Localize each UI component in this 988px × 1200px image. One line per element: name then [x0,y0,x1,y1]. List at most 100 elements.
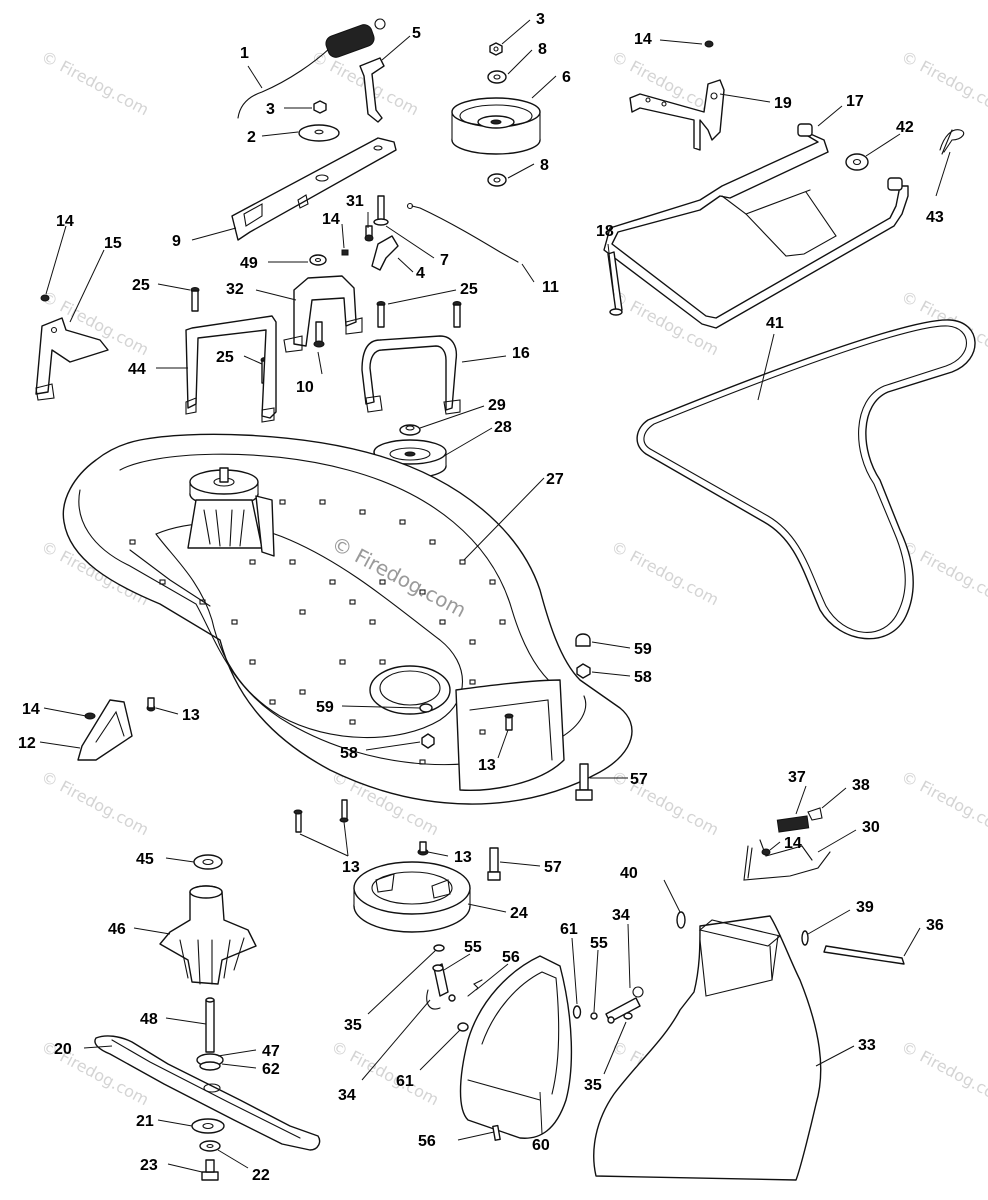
part-55-pin-right [590,1012,598,1020]
part-25-bolt-right-b [452,301,462,328]
callout-42: 42 [896,119,914,136]
part-21-washer [191,1118,225,1134]
deck-hole [339,659,346,665]
callout-9: 9 [172,233,181,250]
deck-hole [159,579,166,585]
part-42-washer [845,153,869,171]
deck-hole [419,589,426,595]
part-10-bolt [313,321,325,348]
part-3-nut [489,42,503,56]
callout-59-right: 59 [634,641,652,658]
part-56-spring-left [467,979,483,997]
part-48-shaft [196,997,224,1071]
callout-36: 36 [926,917,944,934]
part-14-nut-right [761,848,771,856]
callout-24: 24 [510,905,528,922]
part-7-bolt [373,195,389,226]
callout-1: 1 [240,45,249,62]
callout-29: 29 [488,397,506,414]
callout-43: 43 [926,209,944,226]
callout-58-right: 58 [634,669,652,686]
callout-7: 7 [440,252,449,269]
callout-31: 31 [346,193,364,210]
part-31-bolt [364,225,374,242]
deck-hole [429,539,436,545]
deck-holes [129,499,506,765]
callout-14-right: 14 [784,835,802,852]
callout-22: 22 [252,1167,270,1184]
part-3-nut-left [313,100,327,114]
callout-62: 62 [262,1061,280,1078]
callout-8-bottom: 8 [540,157,549,174]
callout-57-center: 57 [544,859,562,876]
callout-55-left: 55 [464,939,482,956]
callout-58-inner: 58 [340,745,358,762]
callout-46: 46 [108,921,126,938]
callout-5: 5 [412,25,421,42]
callout-18: 18 [596,223,614,240]
deck-hole [299,689,306,695]
part-17-handle-frame [603,123,909,329]
deck-hole [279,499,286,505]
callout-45: 45 [136,851,154,868]
callout-16: 16 [512,345,530,362]
callout-37: 37 [788,769,806,786]
callout-48: 48 [140,1011,158,1028]
part-55-pin-left [448,994,456,1002]
leader-lines [39,19,951,1173]
watermark-tile: © Firedog.com [898,47,988,120]
part-35-washer-left [433,944,445,952]
part-33-discharge-chute [593,915,822,1181]
part-59-nut-right [575,633,591,647]
part-58-nut-right [576,663,591,679]
callout-38: 38 [852,777,870,794]
part-13-bolt-deck [504,713,514,731]
deck-hole [419,759,426,765]
callout-56-bottom: 56 [418,1133,436,1150]
watermark-tile: © Firedog.com [898,767,988,840]
callout-56-left: 56 [502,949,520,966]
deck-hole [231,619,238,625]
part-45-washer [193,854,223,870]
callout-57-right: 57 [630,771,648,788]
deck-hole [289,559,296,565]
deck-hole [329,579,336,585]
callout-28: 28 [494,419,512,436]
callout-14-top-right: 14 [634,31,652,48]
part-56-spring-bottom [492,1124,501,1141]
callout-23: 23 [140,1157,158,1174]
callout-34-left: 34 [338,1087,356,1104]
part-43-clip [939,129,965,155]
part-25-bolt-left [190,287,200,312]
callout-39: 39 [856,899,874,916]
deck-hole [349,599,356,605]
callout-30: 30 [862,819,880,836]
callout-13-center: 13 [454,849,472,866]
callout-3-top: 3 [536,11,545,28]
callout-34-right: 34 [612,907,630,924]
part-23-bolt [201,1159,219,1181]
part-14-nut-lower-left [84,712,96,720]
part-39-washer [801,930,809,946]
callout-14-mid: 14 [322,211,340,228]
part-34-hinge-left [426,963,449,1010]
part-16-bracket-loop [361,335,461,415]
callout-2: 2 [247,129,256,146]
deck-hole [299,609,306,615]
callout-3-left: 3 [266,101,275,118]
deck-hole [499,619,506,625]
part-36-rod [823,945,905,965]
part-24-spindle-housing [353,861,471,933]
callout-49: 49 [240,255,258,272]
part-58-nut-inner [421,733,435,749]
part-13-bolt-b [339,799,349,823]
callout-4: 4 [416,265,425,282]
callout-8-top: 8 [538,41,547,58]
callout-6: 6 [562,69,571,86]
callout-25-mid: 25 [216,349,234,366]
callout-32: 32 [226,281,244,298]
part-14-nut-left [40,294,50,302]
callout-40: 40 [620,865,638,882]
deck-hole [439,619,446,625]
